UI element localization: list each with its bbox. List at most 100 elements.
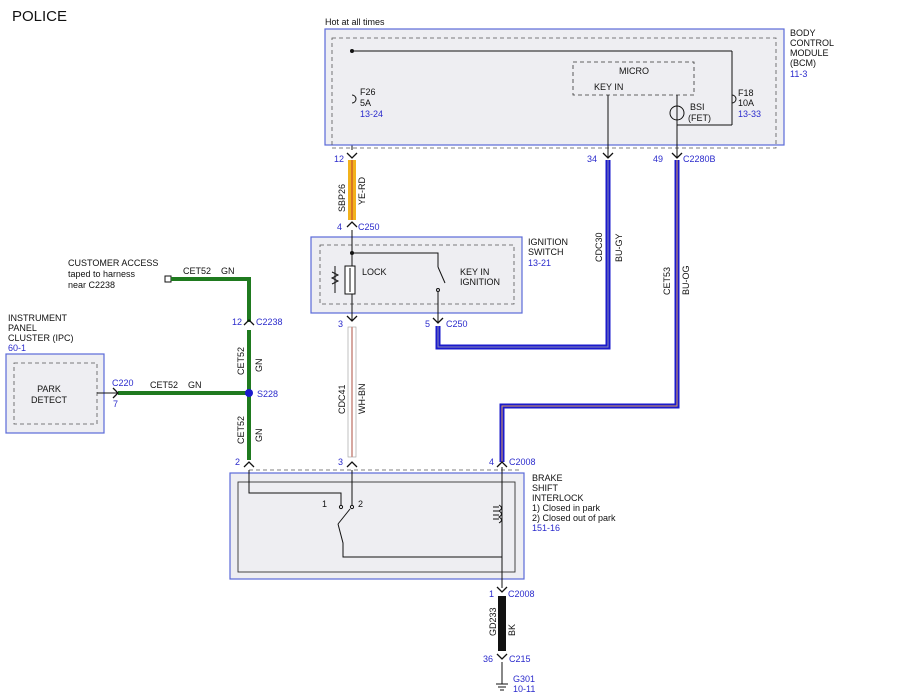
- hot-at-all-times-label: Hot at all times: [325, 17, 385, 27]
- bsi-label: BSI: [690, 102, 705, 112]
- bsi-switch-pos-1: 1: [322, 499, 327, 509]
- pin-34-arrow-icon: [602, 152, 614, 159]
- ipc-connector: C220: [112, 378, 134, 388]
- cet52-top-wire: [171, 277, 251, 322]
- cet53-circuit: CET53: [662, 267, 672, 295]
- bsi-inner-box: [237, 481, 516, 573]
- ign-conn-top: C250: [358, 222, 380, 232]
- bsi-note-1: 1) Closed in park: [532, 503, 601, 513]
- cet52-top-color: GN: [221, 266, 235, 276]
- cet52-vert2-circuit: CET52: [236, 416, 246, 444]
- bsi-switch-out-path: [337, 523, 502, 558]
- key-in-ign-line1: KEY IN: [460, 267, 489, 277]
- pin-49-arrow-icon: [671, 152, 683, 159]
- ign-key-in-feed: [352, 252, 439, 267]
- cdc41-color: WH-BN: [357, 384, 367, 415]
- key-in-contact-icon: [436, 288, 440, 292]
- pin-12-arrow-icon: [346, 152, 358, 159]
- ignition-inner-box: [319, 244, 515, 305]
- cet52-top-circuit: CET52: [183, 266, 211, 276]
- customer-access-line1: CUSTOMER ACCESS: [68, 258, 158, 268]
- cet53-wire: [499, 160, 680, 462]
- cet52-vert1-circuit: CET52: [236, 347, 246, 375]
- ign-title-line2: SWITCH: [528, 247, 564, 257]
- ign-top-arrow-icon: [346, 221, 358, 228]
- bsi-pin-bottom: 1: [489, 589, 494, 599]
- sbp26-circuit: SBP26: [337, 184, 347, 212]
- ign-pin3-arrow-icon: [346, 315, 358, 322]
- fuse-f18-icon: [731, 94, 737, 104]
- bsi-bottom-arrow-icon: [496, 586, 508, 593]
- cdc30-stripe: [437, 160, 609, 348]
- cdc41-circuit: CDC41: [337, 384, 347, 414]
- bsi-title-line1: BRAKE: [532, 473, 563, 483]
- ipc-pin-arrow-icon: [112, 387, 119, 399]
- bsi-coil-icon: [498, 504, 502, 524]
- key-in-label: KEY IN: [594, 82, 623, 92]
- bcm-pin-34: 34: [587, 154, 597, 164]
- bsi-left-path: [248, 470, 342, 505]
- ground-connector: C215: [509, 654, 531, 664]
- lock-coil-icon: [330, 271, 340, 285]
- bsi-pin3-arrow-icon: [346, 461, 358, 468]
- bcm-module-box: [324, 28, 785, 146]
- customer-access-line2: taped to harness: [68, 269, 136, 279]
- ipc-title-line2: PANEL: [8, 323, 37, 333]
- ign-title-line1: IGNITION: [528, 237, 568, 247]
- fuse-f26-rating: 5A: [360, 98, 371, 108]
- bsi-title-line2: SHIFT: [532, 483, 559, 493]
- key-in-switch-icon: [437, 266, 446, 284]
- micro-label: MICRO: [619, 66, 649, 76]
- bsi-switch-arm-icon: [337, 508, 351, 525]
- bsi-pin-2: 2: [235, 457, 240, 467]
- bcm-ref: 11-3: [790, 69, 807, 79]
- ipc-pin: 7: [113, 399, 118, 409]
- bcm-title-line1: BODY: [790, 28, 816, 38]
- park-detect-line2: DETECT: [31, 395, 68, 405]
- gd233-wire: [498, 596, 506, 651]
- bsi-switch-pos-2: 2: [358, 499, 363, 509]
- cdc30-color: BU-GY: [614, 233, 624, 262]
- bcm-junction: [350, 49, 354, 53]
- cet53-stripe: [501, 160, 678, 462]
- ign-pin-bottom-left: 3: [338, 319, 343, 329]
- bsi-note-2: 2) Closed out of park: [532, 513, 616, 523]
- c2238-connector: C2238: [256, 317, 283, 327]
- bsi-pin-4: 4: [489, 457, 494, 467]
- bcm-connector: C2280B: [683, 154, 716, 164]
- bcm-pin-12: 12: [334, 154, 344, 164]
- bcm-inner-box: [331, 37, 777, 149]
- bsi-connector-top: C2008: [509, 457, 536, 467]
- ground-ref: 10-11: [513, 684, 535, 694]
- cet52-vert2-color: GN: [254, 429, 264, 443]
- taped-terminal-icon: [164, 275, 172, 283]
- bsi-pin-3: 3: [338, 457, 343, 467]
- bsi-pin4-arrow-icon: [496, 461, 508, 468]
- cet52-horiz-circuit: CET52: [150, 380, 178, 390]
- fuse-f26-ref: 13-24: [360, 109, 383, 119]
- bsi-ref: 151-16: [532, 523, 560, 533]
- bcm-title-line2: CONTROL: [790, 38, 834, 48]
- cet53-color: BU-OG: [681, 265, 691, 295]
- sbp26-color: YE-RD: [357, 176, 367, 205]
- fuse-f26-name: F26: [360, 87, 376, 97]
- ground-arrow-icon: [496, 653, 508, 660]
- fuse-f26-icon: [351, 94, 357, 104]
- bsi-connector-bottom: C2008: [508, 589, 535, 599]
- ign-pin-top: 4: [337, 222, 342, 232]
- gd233-circuit: GD233: [488, 607, 498, 636]
- fuse-f18-rating: 10A: [738, 98, 754, 108]
- ign-conn-bottom: C250: [446, 319, 468, 329]
- ignition-switch-box: [310, 236, 523, 314]
- ground-pin: 36: [483, 654, 493, 664]
- bsi-pin2-arrow-icon: [243, 461, 255, 468]
- splice-s228-icon: [245, 389, 253, 397]
- ipc-title-line3: CLUSTER (IPC): [8, 333, 74, 343]
- page-title: POLICE: [12, 8, 67, 25]
- fuse-f18-ref: 13-33: [738, 109, 761, 119]
- splice-s228-label: S228: [257, 389, 278, 399]
- cet52-vert1-color: GN: [254, 359, 264, 373]
- key-in-ign-line2: IGNITION: [460, 277, 500, 287]
- ign-pin-bottom-right: 5: [425, 319, 430, 329]
- bsi-solenoid-icon: [493, 506, 499, 520]
